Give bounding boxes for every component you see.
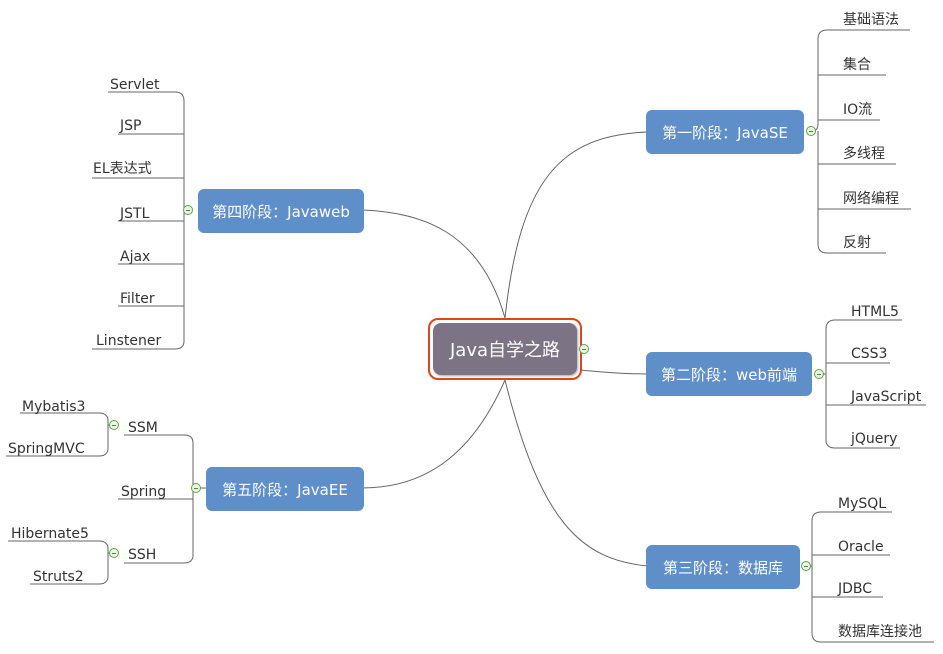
- root-label: Java自学之路: [449, 340, 561, 361]
- collapse-icon[interactable]: [183, 205, 193, 215]
- leaf-stage3-3[interactable]: JDBC: [838, 581, 873, 597]
- sub-branch-ssh[interactable]: SSH: [128, 547, 157, 563]
- branch-stage4-label: 第四阶段：Javaweb: [212, 202, 350, 221]
- link-stage3: [504, 379, 649, 567]
- leaf-ssh-1[interactable]: Hibernate5: [11, 526, 89, 542]
- branch-stage1-label: 第一阶段：JavaSE: [662, 123, 788, 142]
- leaf-stage1-5[interactable]: 网络编程: [843, 191, 899, 207]
- leaf-stage3-1[interactable]: MySQL: [838, 496, 887, 512]
- branch-stage5-label: 第五阶段：JavaEE: [222, 480, 348, 499]
- leaf-stage4-3[interactable]: EL表达式: [93, 161, 152, 177]
- branch-stage4[interactable]: 第四阶段：Javaweb: [198, 189, 364, 233]
- branch-stage2[interactable]: 第二阶段：web前端: [646, 352, 812, 396]
- leaf-stage2-4[interactable]: jQuery: [851, 431, 898, 447]
- leaf-stage4-2[interactable]: JSP: [120, 118, 142, 134]
- leaf-ssm-1[interactable]: Mybatis3: [22, 399, 86, 415]
- sub-branch-ssm[interactable]: SSM: [128, 420, 158, 436]
- collapse-icon[interactable]: [806, 126, 816, 136]
- leaf-spring[interactable]: Spring: [121, 484, 167, 500]
- leaf-stage3-2[interactable]: Oracle: [838, 539, 884, 555]
- collapse-icon[interactable]: [814, 369, 824, 379]
- root-highlight-frame[interactable]: Java自学之路: [428, 318, 582, 380]
- branch-stage1[interactable]: 第一阶段：JavaSE: [646, 110, 804, 154]
- leaf-stage4-5[interactable]: Ajax: [120, 249, 151, 265]
- link-stage2: [579, 369, 649, 375]
- leaf-stage1-1[interactable]: 基础语法: [843, 12, 899, 28]
- branch-stage5[interactable]: 第五阶段：JavaEE: [206, 467, 364, 511]
- root-node[interactable]: Java自学之路: [433, 323, 577, 375]
- leaf-stage1-3[interactable]: IO流: [843, 102, 873, 118]
- collapse-icon[interactable]: [109, 548, 119, 558]
- branch-stage3[interactable]: 第三阶段：数据库: [646, 545, 800, 589]
- link-stage5: [361, 379, 506, 489]
- leaf-stage2-3[interactable]: JavaScript: [851, 389, 922, 405]
- leaf-stage1-6[interactable]: 反射: [843, 235, 871, 251]
- bracket-stage3: [806, 511, 934, 643]
- leaf-stage1-2[interactable]: 集合: [843, 57, 871, 73]
- leaf-stage1-4[interactable]: 多线程: [843, 146, 885, 162]
- collapse-icon[interactable]: [109, 420, 119, 430]
- leaf-stage4-7[interactable]: Linstener: [96, 333, 162, 349]
- bracket-stage1: [811, 29, 911, 254]
- leaf-stage4-4[interactable]: JSTL: [120, 206, 150, 222]
- leaf-stage3-4[interactable]: 数据库连接池: [838, 624, 922, 640]
- link-stage1: [504, 131, 649, 319]
- collapse-icon[interactable]: [579, 344, 589, 354]
- bracket-stage2: [819, 319, 926, 449]
- branch-stage3-label: 第三阶段：数据库: [662, 558, 783, 577]
- link-stage4: [361, 209, 506, 319]
- collapse-icon[interactable]: [191, 483, 201, 493]
- leaf-stage2-1[interactable]: HTML5: [851, 304, 899, 320]
- leaf-ssm-2[interactable]: SpringMVC: [8, 441, 85, 457]
- leaf-stage2-2[interactable]: CSS3: [851, 346, 888, 362]
- leaf-stage4-1[interactable]: Servlet: [110, 77, 160, 93]
- collapse-icon[interactable]: [801, 561, 811, 571]
- leaf-stage4-6[interactable]: Filter: [120, 291, 155, 307]
- leaf-ssh-2[interactable]: Struts2: [33, 569, 84, 585]
- branch-stage2-label: 第二阶段：web前端: [660, 365, 798, 384]
